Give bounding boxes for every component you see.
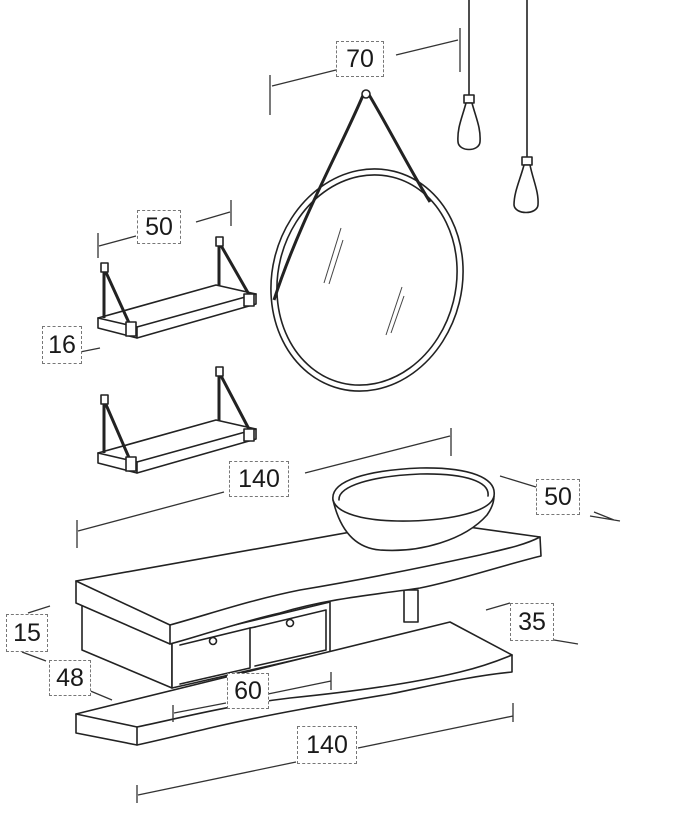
bottom-shelf	[75, 621, 513, 746]
dim-total-height: 48	[49, 660, 91, 696]
dim-drawer-width: 60	[227, 673, 269, 709]
dim-gap-height: 35	[510, 603, 554, 641]
dim-top-width: 140	[229, 461, 289, 497]
drawer-cabinet	[81, 589, 419, 689]
dim-bottom-shelf-width: 140	[297, 726, 357, 764]
wall-shelf-upper	[97, 236, 257, 339]
countertop	[75, 519, 542, 645]
pendant-lamp-left	[457, 0, 481, 151]
pendant-lamp-right	[513, 0, 539, 214]
dim-shelf-height: 16	[42, 326, 82, 364]
wall-shelf-lower	[97, 366, 257, 474]
round-mirror	[270, 89, 464, 392]
dimension-lines	[21, 28, 621, 803]
dim-shelf-width: 50	[137, 210, 181, 244]
vessel-basin	[332, 467, 495, 552]
dim-mirror-width: 70	[336, 41, 384, 77]
dim-top-depth: 50	[536, 479, 580, 515]
dim-top-thickness: 15	[6, 614, 48, 652]
